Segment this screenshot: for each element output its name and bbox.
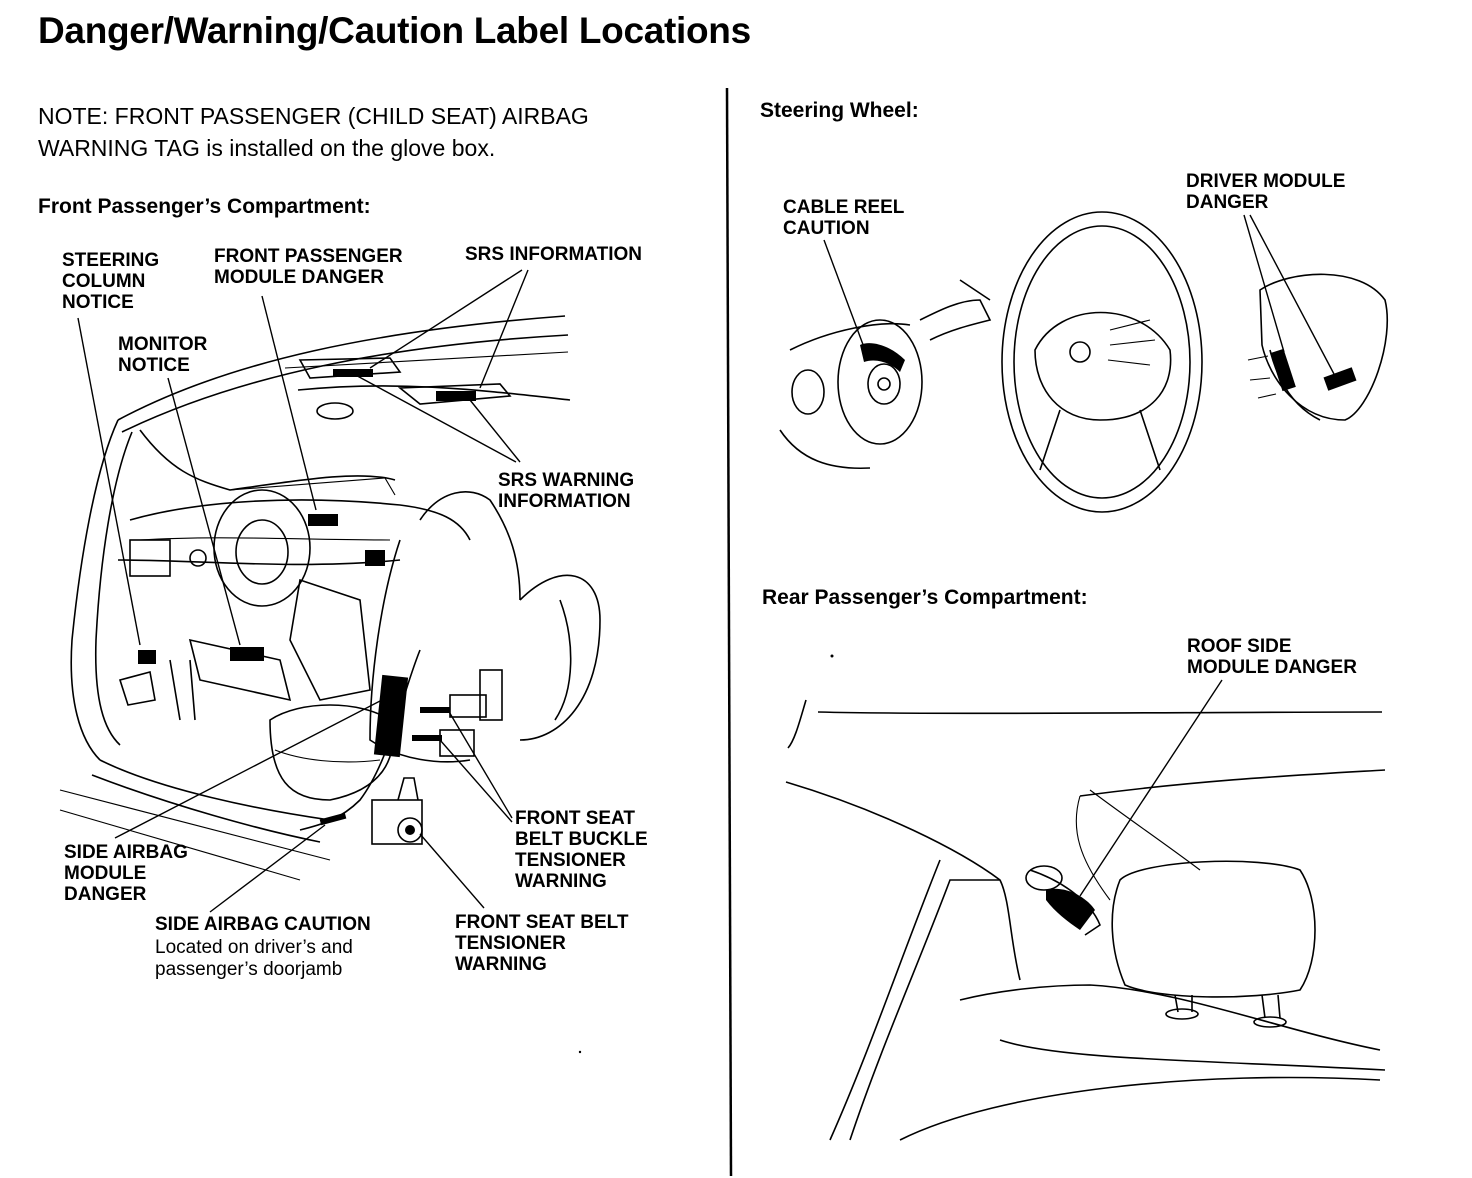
label-monitor-notice: MONITOR NOTICE — [118, 334, 208, 376]
label-side-airbag-module-danger: SIDE AIRBAG MODULE DANGER — [64, 842, 188, 905]
label-front-seat-belt-tensioner-warning: FRONT SEAT BELT TENSIONER WARNING — [455, 912, 629, 975]
section-front-passenger-compartment: Front Passenger’s Compartment: — [38, 195, 371, 218]
label-side-airbag-caution-location: Located on driver’s and passenger’s door… — [155, 937, 353, 980]
label-steering-column-notice: STEERING COLUMN NOTICE — [62, 250, 160, 313]
label-driver-module-danger: DRIVER MODULE DANGER — [1186, 171, 1346, 213]
rear-compartment-illustration — [785, 699, 1386, 1141]
label-front-passenger-module-danger: FRONT PASSENGER MODULE DANGER — [214, 246, 403, 288]
glove-box-note: NOTE: FRONT PASSENGER (CHILD SEAT) AIRBA… — [38, 103, 589, 161]
label-srs-warning-information: SRS WARNING INFORMATION — [498, 470, 635, 512]
section-rear-passenger-compartment: Rear Passenger’s Compartment: — [762, 586, 1088, 609]
label-roof-side-module-danger: ROOF SIDE MODULE DANGER — [1187, 636, 1357, 678]
section-steering-wheel: Steering Wheel: — [760, 99, 919, 122]
front-compartment-leader-lines — [77, 269, 529, 913]
column-divider — [725, 87, 733, 1177]
page-title: Danger/Warning/Caution Label Locations — [38, 10, 751, 51]
label-side-airbag-caution: SIDE AIRBAG CAUTION — [155, 914, 371, 935]
front-compartment-illustration — [59, 315, 601, 881]
steering-wheel-illustration — [779, 211, 1389, 513]
steering-wheel-leader-lines — [823, 214, 1335, 375]
label-front-seat-belt-buckle-tensioner-warning: FRONT SEAT BELT BUCKLE TENSIONER WARNING — [515, 808, 648, 892]
label-cable-reel-caution: CABLE REEL CAUTION — [783, 197, 905, 239]
label-srs-information: SRS INFORMATION — [465, 244, 642, 265]
rear-compartment-leader-lines — [1079, 679, 1223, 897]
